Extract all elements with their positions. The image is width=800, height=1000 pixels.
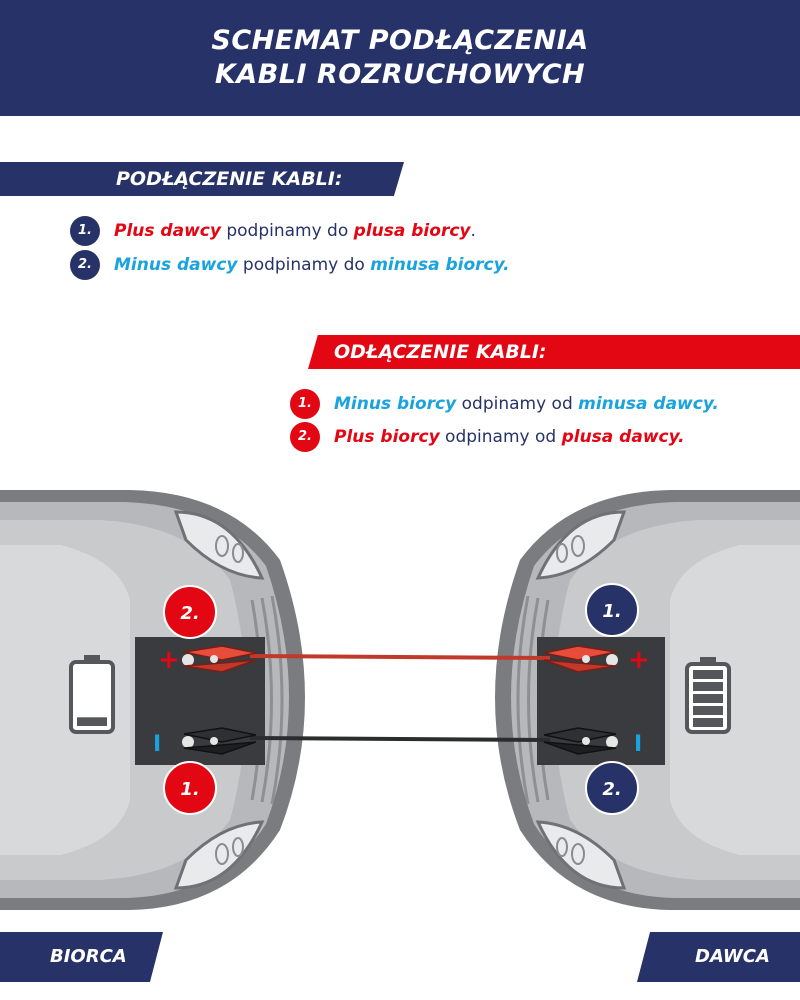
connect-step-1-verb: podpinamy do: [220, 221, 354, 241]
disconnect-step-1-verb: odpinamy od: [456, 394, 579, 414]
receiver-plus-badge: 2.: [163, 585, 217, 639]
donor-battery-cell: [693, 682, 723, 691]
donor-headlight-bottom: [535, 820, 627, 890]
receiver-red-clamp: [183, 645, 257, 673]
header-banner: SCHEMAT PODŁĄCZENIA KABLI ROZRUCHOWYCH: [0, 0, 800, 116]
receiver-minus-terminal: [182, 736, 194, 748]
donor-battery-cell: [693, 670, 723, 679]
connect-step-2-text: Minus dawcy podpinamy do minusa biorcy.: [114, 250, 510, 280]
donor-label: DAWCA: [695, 946, 770, 967]
connect-step-1-subject: Plus dawcy: [114, 221, 221, 241]
donor-minus-badge-text: 2.: [602, 779, 621, 800]
donor-red-clamp: [543, 645, 617, 673]
disconnect-heading: ODŁĄCZENIE KABLI:: [334, 341, 547, 363]
page-title-line-2: KABLI ROZRUCHOWYCH: [214, 59, 586, 90]
receiver-plus-badge-text: 2.: [180, 603, 199, 624]
donor-minus-badge: 2.: [585, 761, 639, 815]
disconnect-step-2-verb: odpinamy od: [439, 427, 562, 447]
connect-step-2-subject: Minus dawcy: [114, 255, 238, 275]
connect-heading: PODŁĄCZENIE KABLI:: [116, 168, 343, 190]
page-title-line-1: SCHEMAT PODŁĄCZENIA: [211, 25, 589, 56]
receiver-headlight-top: [173, 510, 265, 580]
disconnect-step-1-number: 1.: [290, 389, 320, 419]
jumper-cable-diagram: + I + I: [0, 490, 800, 910]
donor-battery-icon: [685, 657, 731, 734]
donor-plus-terminal: [606, 654, 618, 666]
disconnect-step-2-target: plusa dawcy.: [561, 427, 685, 447]
receiver-label: BIORCA: [50, 946, 127, 967]
donor-headlight-top: [535, 510, 627, 580]
disconnect-heading-banner: ODŁĄCZENIE KABLI:: [308, 335, 800, 369]
page-title: SCHEMAT PODŁĄCZENIA KABLI ROZRUCHOWYCH: [0, 24, 800, 92]
receiver-black-clamp: [183, 727, 257, 755]
donor-battery-cell: [693, 694, 723, 703]
connect-step-1-end: .: [470, 221, 476, 241]
receiver-minus-sign: I: [153, 732, 161, 757]
connect-step-2-target: minusa biorcy.: [370, 255, 510, 275]
receiver-plus-terminal: [182, 654, 194, 666]
donor-battery-cell: [693, 718, 723, 727]
connect-heading-banner: PODŁĄCZENIE KABLI:: [0, 162, 404, 196]
donor-label-banner: DAWCA: [637, 932, 800, 982]
black-cable: [249, 736, 551, 742]
donor-plus-badge-text: 1.: [602, 601, 621, 622]
receiver-plus-sign: +: [158, 645, 180, 675]
disconnect-step-2-subject: Plus biorcy: [334, 427, 440, 447]
disconnect-step-2-text: Plus biorcy odpinamy od plusa dawcy.: [334, 422, 685, 452]
receiver-label-banner: BIORCA: [0, 932, 163, 982]
receiver-minus-badge: 1.: [163, 761, 217, 815]
disconnect-step-1-target: minusa dawcy.: [578, 394, 719, 414]
disconnect-step-2-number: 2.: [290, 422, 320, 452]
connect-step-1-number: 1.: [70, 216, 100, 246]
receiver-headlight-bottom: [173, 820, 265, 890]
disconnect-step-1-text: Minus biorcy odpinamy od minusa dawcy.: [334, 389, 719, 419]
receiver-minus-badge-text: 1.: [180, 779, 199, 800]
donor-plus-sign: +: [628, 645, 650, 675]
donor-battery-cell: [693, 706, 723, 715]
donor-minus-sign: I: [634, 732, 642, 757]
connect-step-1-target: plusa biorcy: [353, 221, 471, 241]
connect-step-2-verb: podpinamy do: [237, 255, 371, 275]
connect-step-2-number: 2.: [70, 250, 100, 280]
donor-black-clamp: [543, 727, 617, 755]
donor-plus-badge: 1.: [585, 583, 639, 637]
disconnect-step-1-subject: Minus biorcy: [334, 394, 457, 414]
red-cable: [249, 654, 551, 660]
connect-step-1-text: Plus dawcy podpinamy do plusa biorcy.: [114, 216, 476, 246]
donor-minus-terminal: [606, 736, 618, 748]
receiver-battery-icon: [69, 655, 115, 734]
